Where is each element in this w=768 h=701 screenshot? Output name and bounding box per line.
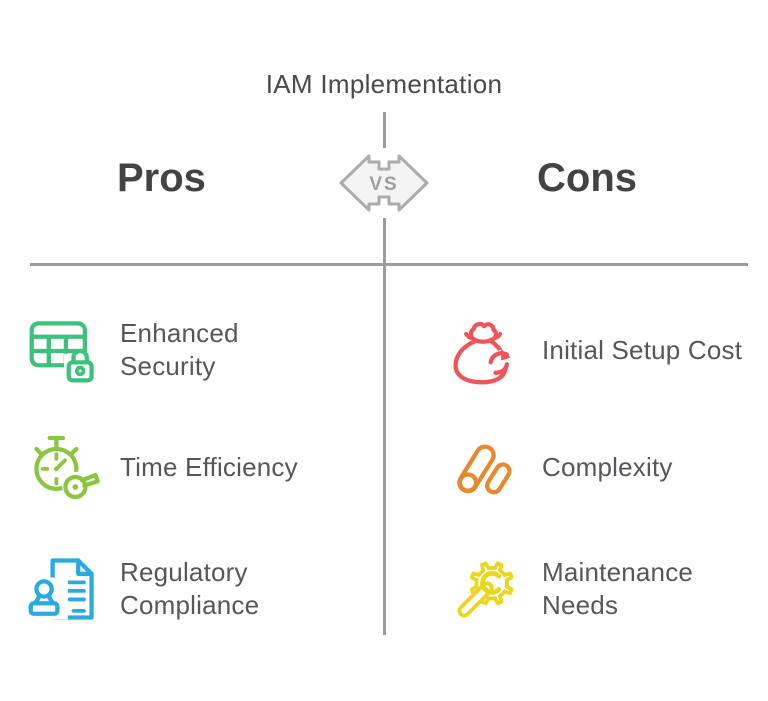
- pros-item-time-efficiency: Time Efficiency: [26, 429, 325, 505]
- item-label: Initial Setup Cost: [542, 334, 743, 365]
- gear-wrench-icon: [448, 551, 524, 627]
- vs-label: VS: [369, 174, 398, 195]
- cons-item-initial-setup-cost: Initial Setup Cost: [448, 312, 747, 388]
- stopwatch-whistle-icon: [26, 429, 102, 505]
- document-stamp-icon: [26, 551, 102, 627]
- connector-line-top: [383, 112, 386, 148]
- page-title: IAM Implementation: [265, 69, 503, 99]
- divider-vertical: [383, 218, 386, 635]
- item-label: Regulatory Compliance: [120, 557, 260, 620]
- cons-heading: Cons: [537, 156, 637, 200]
- divider-horizontal: [30, 263, 748, 266]
- cons-item-maintenance-needs: Maintenance Needs: [448, 551, 747, 627]
- table-lock-icon: [26, 312, 102, 388]
- item-label: Time Efficiency: [120, 451, 298, 482]
- cons-item-complexity: Complexity: [448, 429, 747, 505]
- item-label: Maintenance Needs: [542, 557, 694, 620]
- pros-item-regulatory-compliance: Regulatory Compliance: [26, 551, 325, 627]
- item-label: Complexity: [542, 451, 673, 482]
- capsules-icon: [448, 429, 524, 505]
- pros-item-enhanced-security: Enhanced Security: [26, 312, 325, 388]
- money-bag-arrow-icon: [448, 312, 524, 388]
- pros-heading: Pros: [117, 156, 206, 200]
- vs-badge-icon: VS: [339, 154, 429, 212]
- item-label: Enhanced Security: [120, 318, 239, 381]
